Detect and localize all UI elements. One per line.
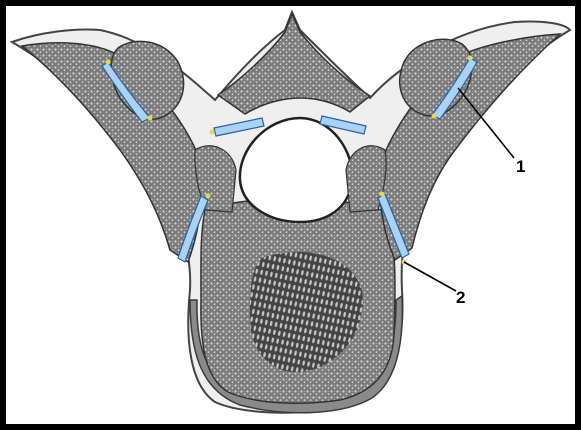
- callout-label-2: 2: [456, 289, 465, 306]
- ligament-dot: [106, 60, 111, 65]
- ligament-dot: [380, 192, 385, 197]
- ligament-dot: [432, 114, 437, 119]
- ligament-dot: [206, 194, 211, 199]
- callout-label-1: 1: [516, 158, 525, 175]
- ligament-dot: [210, 130, 215, 135]
- ligament-dot: [148, 116, 153, 121]
- ligament-dot: [468, 56, 473, 61]
